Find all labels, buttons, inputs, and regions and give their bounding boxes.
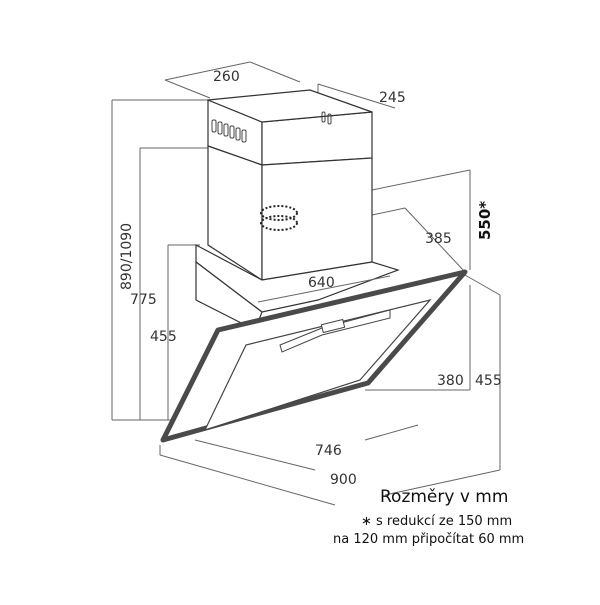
label-chimney-depth: 245 [379, 90, 406, 106]
label-front-height: 455 [475, 373, 502, 389]
label-height-total: 890/1090 [119, 223, 135, 290]
vent-slots [211, 111, 332, 143]
glass-panel [160, 269, 468, 443]
hood-body [195, 244, 400, 331]
label-height-body: 455 [150, 329, 177, 345]
label-inner-width: 640 [308, 275, 335, 291]
inner-width-line [257, 275, 391, 303]
reducer-ring-icon [260, 205, 298, 231]
label-reducer: 550* [476, 201, 494, 240]
legend-note-line-2: na 120 mm připočítat 60 mm [333, 532, 525, 547]
label-depth-top: 385 [425, 231, 452, 247]
legend-title: Rozměry v mm [380, 487, 509, 507]
label-chimney-width: 260 [213, 69, 240, 85]
label-height-to-chimney: 775 [130, 292, 157, 308]
label-total-width: 900 [330, 472, 357, 488]
chimney [207, 89, 373, 282]
label-glass-width: 746 [315, 443, 342, 459]
dimension-lines [111, 61, 501, 506]
legend-note-line-1: ∗ s redukcí ze 150 mm [361, 514, 513, 529]
label-glass-height: 380 [437, 373, 464, 389]
